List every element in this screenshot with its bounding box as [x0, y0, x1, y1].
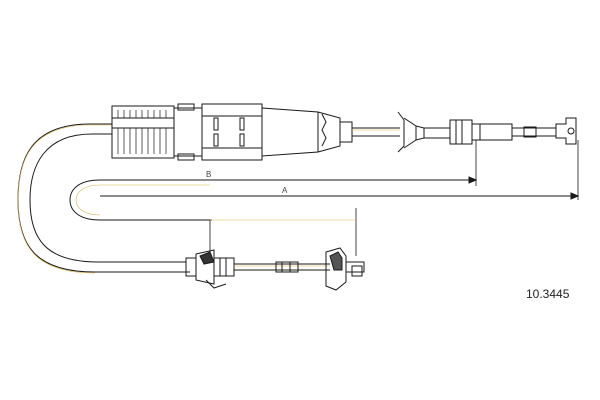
- dimension-label-a: A: [282, 186, 288, 195]
- inner-cable-top: [352, 127, 400, 137]
- inner-cable-loop: [69, 179, 212, 221]
- grommet-mount: [397, 111, 577, 153]
- adjuster-housing: [111, 103, 353, 161]
- lower-end-fitting: [185, 247, 365, 291]
- dimension-lines: [100, 140, 580, 256]
- outer-cable-sheath: [17, 123, 190, 274]
- dimension-label-b: B: [206, 170, 211, 179]
- part-number: 10.3445: [526, 287, 570, 301]
